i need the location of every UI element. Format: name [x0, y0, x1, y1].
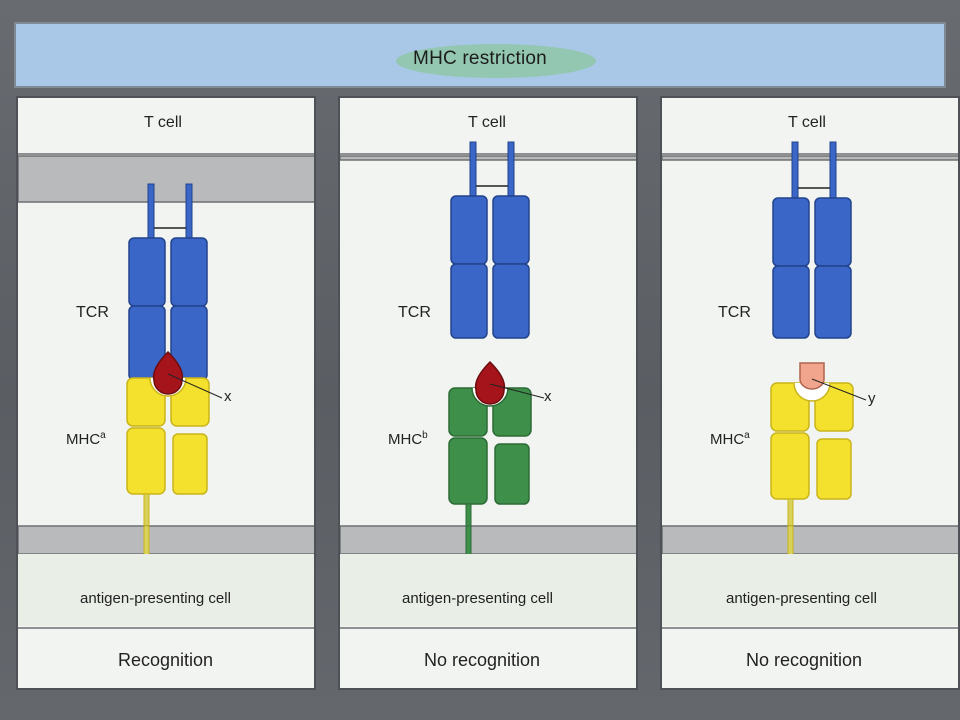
beta2-microglobulin	[172, 433, 208, 495]
t-cell-label: T cell	[788, 114, 826, 131]
panel-diagram	[662, 98, 958, 688]
tcr-alpha-constant-domain	[450, 195, 488, 265]
apc-cytoplasm	[662, 554, 958, 626]
tcr-alpha-stalk	[469, 141, 477, 199]
tcr-alpha-constant-domain	[128, 237, 166, 307]
tcr-alpha-constant-domain	[772, 197, 810, 267]
tcr-alpha-stalk	[147, 183, 155, 241]
t-cell-membrane	[18, 155, 314, 203]
mhc-superscript: b	[422, 430, 428, 441]
peptide-binding-groove	[793, 382, 831, 402]
tcr-beta-constant-domain	[492, 195, 530, 265]
apc-membrane	[18, 525, 314, 555]
mhc-label-text: MHC	[710, 431, 745, 448]
apc-label: antigen-presenting cell	[726, 590, 877, 607]
peptide-label: x	[544, 388, 552, 405]
mhc-alpha3-domain	[770, 432, 810, 500]
apc-cytoplasm	[18, 554, 314, 626]
panel-diagram	[340, 98, 636, 688]
header-banner: MHC restriction	[14, 22, 946, 88]
mhc-label: MHCa	[710, 430, 750, 448]
tcr-beta-stalk	[829, 141, 837, 201]
tcr-beta-variable-domain	[492, 263, 530, 339]
peptide-y	[799, 362, 825, 390]
tcr-beta-stalk	[185, 183, 193, 241]
beta2-microglobulin	[494, 443, 530, 505]
t-cell-membrane	[340, 155, 636, 161]
mhc-alpha3-domain	[448, 437, 488, 505]
figure-title: MHC restriction	[413, 48, 547, 69]
tcr-alpha-variable-domain	[450, 263, 488, 339]
tcr-alpha-stalk	[791, 141, 799, 201]
mhc-label: MHCb	[388, 430, 428, 448]
peptide-x	[474, 360, 506, 405]
peptide-pointer-line	[811, 378, 867, 401]
tcr-label: TCR	[76, 304, 109, 321]
beta2-microglobulin	[816, 438, 852, 500]
result-label: Recognition	[118, 650, 214, 670]
apc-membrane	[340, 525, 636, 555]
panel-no-recognition-peptide-y: T cell TCR MHCa y antigen-presenting cel…	[660, 96, 960, 690]
peptide-x	[152, 350, 184, 395]
peptide-pointer-line	[489, 383, 545, 399]
tcr-beta-stalk	[507, 141, 515, 199]
t-cell-interior	[18, 98, 314, 154]
result-area	[18, 629, 314, 688]
t-cell-label: T cell	[468, 114, 506, 131]
t-cell-membrane	[662, 155, 958, 161]
tcr-label: TCR	[718, 304, 751, 321]
result-area	[662, 629, 958, 688]
t-cell-label: T cell	[144, 114, 182, 131]
tcr-alpha-variable-domain	[772, 265, 810, 339]
mhc-label-text: MHC	[388, 431, 423, 448]
panel-no-recognition-mhc-b: T cell TCR MHCb x antigen-presenting cel…	[338, 96, 638, 690]
mhc-alpha3-domain	[126, 427, 166, 495]
tcr-beta-variable-domain	[814, 265, 852, 339]
apc-cytoplasm	[340, 554, 636, 626]
tcr-label: TCR	[398, 304, 431, 321]
mhc-superscript: a	[100, 430, 106, 441]
mhc-label: MHCa	[66, 430, 106, 448]
panel-recognition: T cell TCR MHCa x antigen-presenting cel…	[16, 96, 316, 690]
tcr-beta-constant-domain	[170, 237, 208, 307]
result-label: No recognition	[746, 650, 863, 670]
peptide-label: x	[224, 388, 232, 405]
panel-diagram	[18, 98, 314, 688]
apc-label: antigen-presenting cell	[402, 590, 553, 607]
result-area	[340, 629, 636, 688]
result-label: No recognition	[424, 650, 541, 670]
title-highlight	[396, 44, 596, 78]
t-cell-interior	[340, 98, 636, 154]
mhc-label-text: MHC	[66, 431, 101, 448]
tcr-beta-constant-domain	[814, 197, 852, 267]
apc-label: antigen-presenting cell	[80, 590, 231, 607]
mhc-superscript: a	[744, 430, 750, 441]
t-cell-interior	[662, 98, 958, 154]
apc-membrane	[662, 525, 958, 555]
peptide-label: y	[868, 390, 876, 407]
peptide-pointer-line	[167, 373, 223, 399]
